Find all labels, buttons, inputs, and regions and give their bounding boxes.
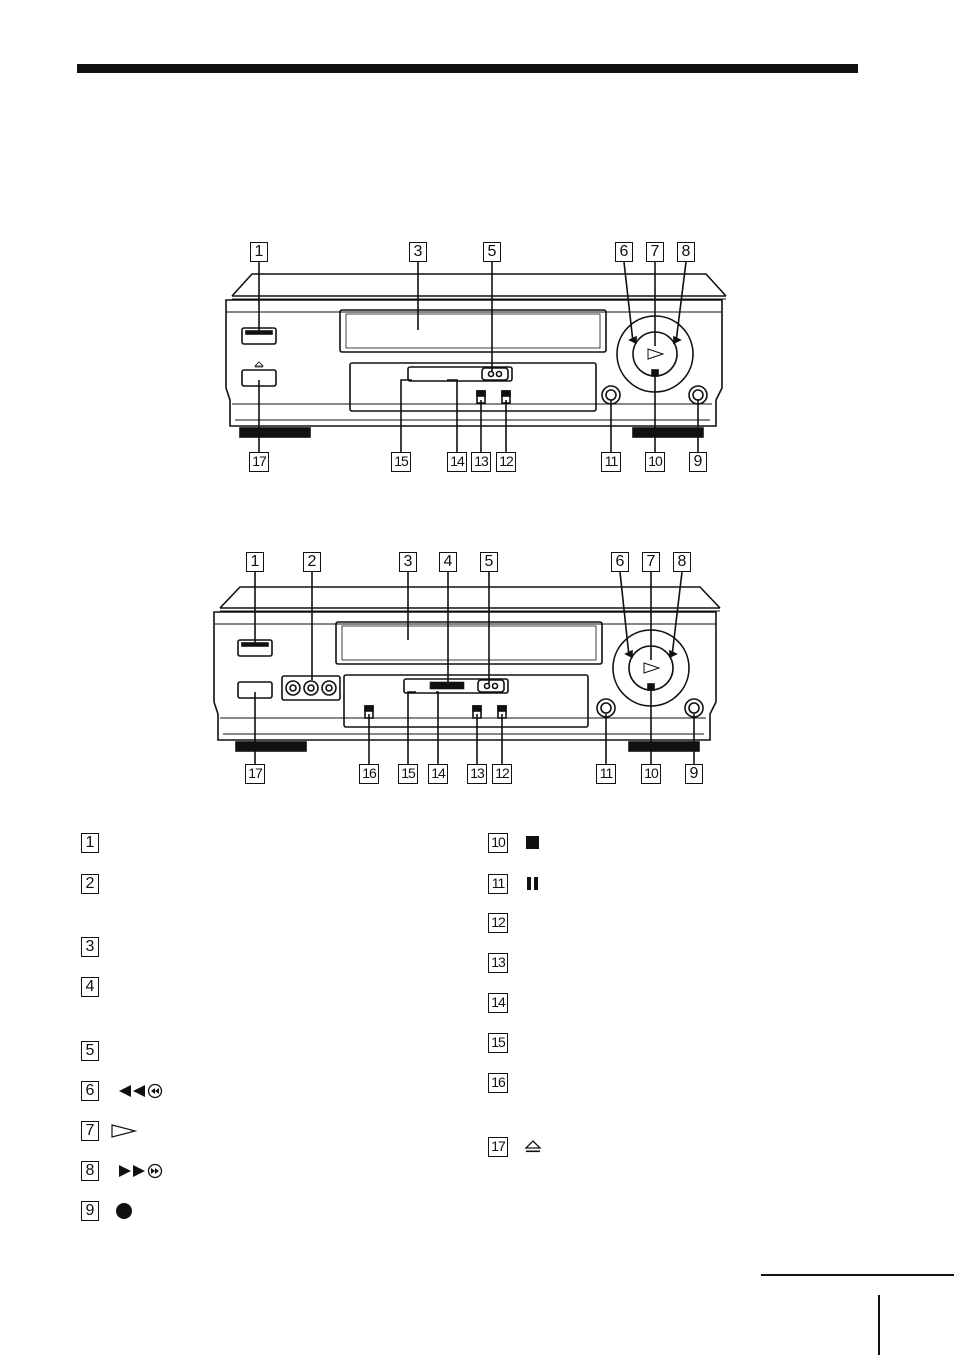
legend-number: 13	[488, 953, 508, 973]
callout-a-14: 14	[447, 452, 467, 472]
callout-a-11: 11	[601, 452, 621, 472]
legend-item-3: 3	[81, 937, 99, 957]
callout-b-9: 9	[685, 764, 703, 784]
callout-a-6: 6	[615, 242, 633, 262]
legend-number: 5	[81, 1041, 99, 1061]
callout-a-8: 8	[677, 242, 695, 262]
callout-b-12: 12	[492, 764, 512, 784]
callout-b-8: 8	[673, 552, 691, 572]
rewind-icon	[115, 1083, 175, 1099]
legend-item-11: 11	[488, 874, 540, 894]
vcr-a-foot-left	[239, 427, 311, 438]
callout-a-7: 7	[646, 242, 664, 262]
legend-item-6: 6	[81, 1081, 175, 1101]
callout-b-1: 1	[246, 552, 264, 572]
legend-item-1: 1	[81, 833, 99, 853]
play-icon	[109, 1123, 139, 1139]
vcr-b-body	[213, 611, 717, 741]
legend-number: 10	[488, 833, 508, 853]
callout-b-4: 4	[439, 552, 457, 572]
callout-b-13: 13	[467, 764, 487, 784]
eject-icon	[524, 1139, 542, 1155]
callout-b-6: 6	[611, 552, 629, 572]
legend-item-8: 8	[81, 1161, 175, 1181]
vcr-a-foot-right	[632, 427, 704, 438]
legend-number: 3	[81, 937, 99, 957]
legend-number: 16	[488, 1073, 508, 1093]
vcr-b-av-inputs	[281, 675, 341, 701]
legend-number: 8	[81, 1161, 99, 1181]
vcr-b-foot-left	[235, 741, 307, 752]
callout-a-15: 15	[391, 452, 411, 472]
legend-item-16: 16	[488, 1073, 508, 1093]
legend-number: 2	[81, 874, 99, 894]
callout-a-3: 3	[409, 242, 427, 262]
callout-a-10: 10	[645, 452, 665, 472]
legend-number: 4	[81, 977, 99, 997]
legend-number: 6	[81, 1081, 99, 1101]
stop-icon	[526, 836, 540, 850]
legend-number: 14	[488, 993, 508, 1013]
record-icon	[115, 1202, 133, 1220]
vcr-b-top-lid	[219, 586, 721, 609]
legend-number: 7	[81, 1121, 99, 1141]
top-rule	[77, 64, 858, 73]
vcr-b-foot-right	[628, 741, 700, 752]
callout-b-3: 3	[399, 552, 417, 572]
legend-item-14: 14	[488, 993, 508, 1013]
legend-item-13: 13	[488, 953, 508, 973]
callout-a-12: 12	[496, 452, 516, 472]
vcr-b-cassette-slot	[335, 621, 603, 665]
callout-a-9: 9	[689, 452, 707, 472]
footer-vertical-rule	[878, 1295, 880, 1355]
legend-item-7: 7	[81, 1121, 139, 1141]
legend-number: 9	[81, 1201, 99, 1221]
vcr-a-body	[225, 299, 723, 427]
callout-b-14: 14	[428, 764, 448, 784]
legend-number: 17	[488, 1137, 508, 1157]
legend-number: 11	[488, 874, 508, 894]
callout-b-15: 15	[398, 764, 418, 784]
vcr-a-top-lid	[231, 273, 727, 297]
callout-b-10: 10	[641, 764, 661, 784]
legend-item-15: 15	[488, 1033, 508, 1053]
callout-a-13: 13	[471, 452, 491, 472]
legend-item-2: 2	[81, 874, 99, 894]
vcr-a-lower-panel	[349, 362, 597, 412]
callout-b-7: 7	[642, 552, 660, 572]
callout-b-2: 2	[303, 552, 321, 572]
legend-number: 12	[488, 913, 508, 933]
legend-item-17: 17	[488, 1137, 542, 1157]
legend-item-4: 4	[81, 977, 99, 997]
legend-item-5: 5	[81, 1041, 99, 1061]
vcr-b-lower-panel	[343, 674, 589, 728]
callout-a-17: 17	[249, 452, 269, 472]
fast-forward-icon	[115, 1163, 175, 1179]
callout-a-5: 5	[483, 242, 501, 262]
legend-number: 15	[488, 1033, 508, 1053]
footer-rule	[761, 1274, 954, 1276]
vcr-a-cassette-slot	[339, 309, 607, 353]
callout-a-1: 1	[250, 242, 268, 262]
callout-b-16: 16	[359, 764, 379, 784]
callout-b-17: 17	[245, 764, 265, 784]
callout-b-5: 5	[480, 552, 498, 572]
pause-icon	[526, 877, 540, 891]
legend-item-12: 12	[488, 913, 508, 933]
legend-item-9: 9	[81, 1201, 133, 1221]
legend-number: 1	[81, 833, 99, 853]
legend-item-10: 10	[488, 833, 540, 853]
callout-b-11: 11	[596, 764, 616, 784]
